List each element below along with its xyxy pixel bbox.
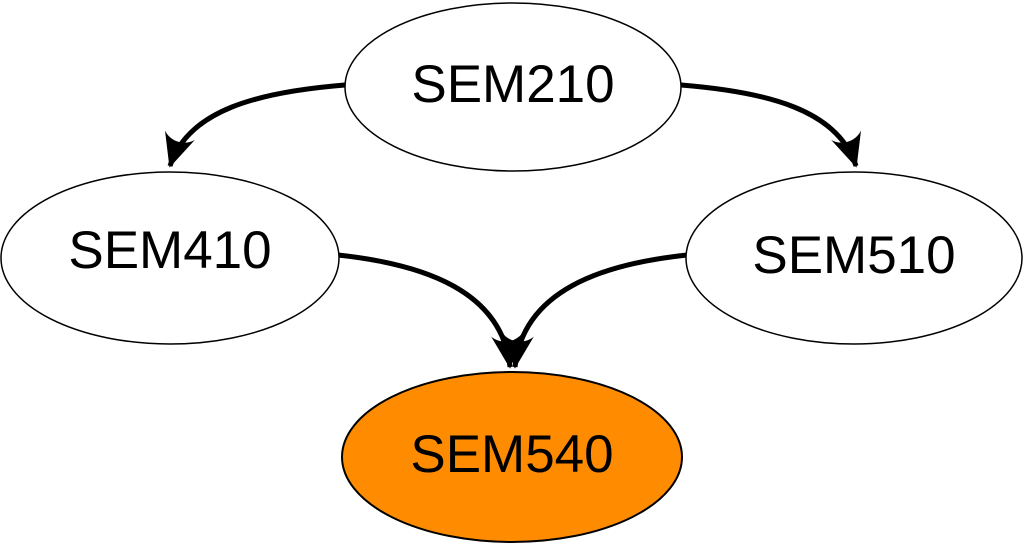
edge-layer bbox=[165, 82, 861, 369]
node-sem540-ellipse bbox=[341, 371, 683, 543]
node-sem510-ellipse bbox=[685, 171, 1023, 345]
node-sem410: SEM410 bbox=[0, 171, 340, 345]
edge-sem510-sem540 bbox=[502, 252, 688, 369]
edge-sem210-sem410 bbox=[165, 82, 346, 168]
node-sem510: SEM510 bbox=[685, 171, 1023, 345]
node-sem210: SEM210 bbox=[344, 2, 682, 172]
node-sem410-ellipse bbox=[0, 171, 340, 345]
edge-sem410-sem540 bbox=[337, 252, 523, 369]
node-sem410-label: SEM410 bbox=[68, 221, 271, 280]
edge-sem210-sem510 bbox=[680, 82, 861, 168]
node-sem210-label: SEM210 bbox=[411, 55, 614, 114]
node-sem540-label: SEM540 bbox=[410, 425, 613, 484]
node-sem210-ellipse bbox=[344, 2, 682, 172]
node-sem540: SEM540 bbox=[341, 371, 683, 543]
node-sem510-label: SEM510 bbox=[752, 226, 955, 285]
